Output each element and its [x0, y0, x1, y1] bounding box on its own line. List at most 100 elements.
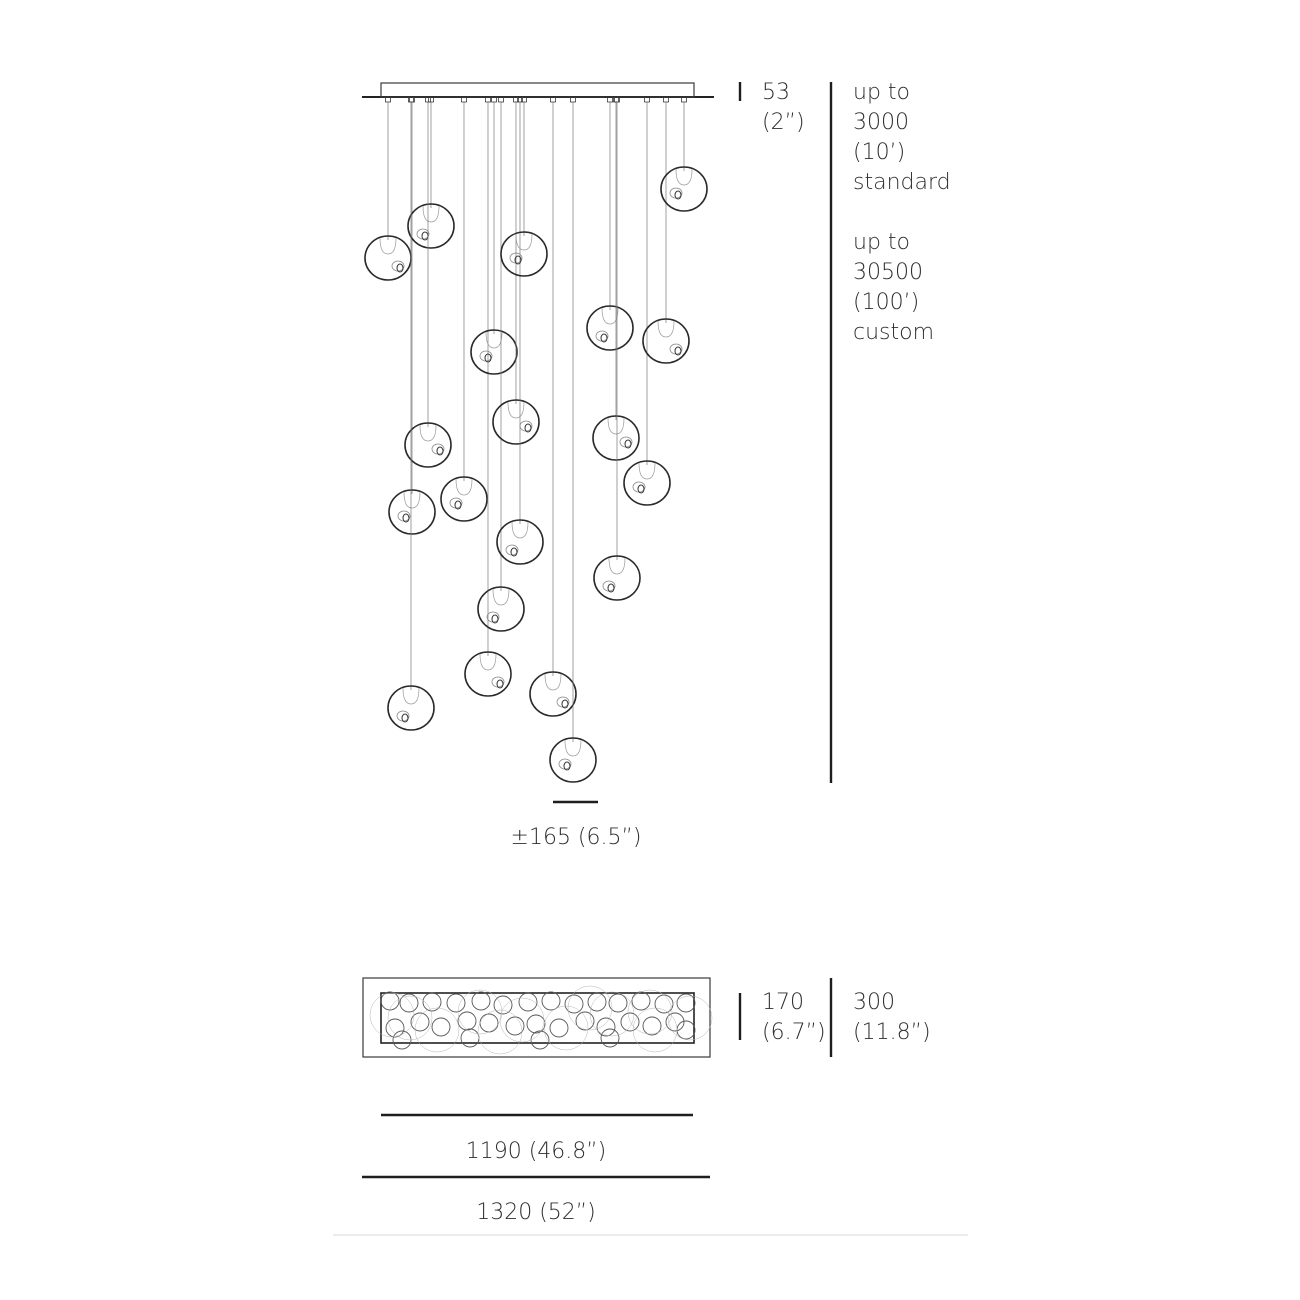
overall-depth-in: (11.8”) — [853, 1020, 931, 1045]
canopy-height-mm: 53 — [762, 80, 790, 105]
globe-plan — [380, 991, 400, 1011]
pendant — [492, 96, 540, 445]
glass-inclusion — [436, 446, 444, 456]
glass-bubble — [632, 481, 646, 493]
glass-neck — [675, 168, 693, 186]
glass-inclusion — [607, 583, 615, 593]
pendant — [586, 96, 634, 351]
glass-globe — [529, 671, 577, 717]
canopy-depth-in: (6.7”) — [762, 1020, 826, 1045]
globe-footprint — [632, 1007, 678, 1053]
glass-bubble — [519, 420, 533, 432]
globe-plan — [676, 993, 696, 1013]
cable-custom-line-4: custom — [853, 320, 935, 345]
glass-neck — [511, 521, 529, 539]
glass-bubble — [619, 436, 633, 448]
glass-neck — [515, 233, 533, 251]
globe-plan — [493, 995, 513, 1015]
overall-footprint — [362, 977, 711, 1058]
glass-globe — [496, 519, 544, 565]
cable-standard-line-1: up to — [853, 80, 910, 105]
globe-footprint — [387, 995, 433, 1041]
canopy — [380, 82, 695, 98]
canopy-height-in: (2”) — [762, 110, 805, 135]
pendant — [529, 96, 577, 717]
glass-inclusion — [402, 513, 410, 523]
globe-footprint — [627, 989, 673, 1035]
globe-plan — [526, 1014, 546, 1034]
globe-footprint — [499, 997, 545, 1043]
canopy-depth-label: 170 (6.7”) — [762, 988, 826, 1048]
glass-neck — [455, 478, 473, 496]
glass-neck — [607, 417, 625, 435]
pendant — [464, 96, 512, 697]
glass-bubble — [431, 443, 445, 455]
globe-plan — [575, 1011, 595, 1031]
glass-inclusion — [600, 333, 608, 343]
glass-bubble — [595, 330, 609, 342]
glass-neck — [601, 307, 619, 325]
globe-footprint — [667, 995, 713, 1041]
glass-inclusion — [510, 547, 518, 557]
globe-plan — [446, 993, 466, 1013]
glass-globe — [387, 685, 435, 731]
glass-globe — [660, 166, 708, 212]
globe-footprint — [369, 992, 415, 1038]
glass-globe — [623, 460, 671, 506]
glass-globe — [593, 555, 641, 601]
glass-globe — [440, 476, 488, 522]
globe-footprint — [477, 1009, 523, 1055]
glass-bubble — [558, 758, 572, 770]
cable-length-label: up to 3000 (10’) standard up to 30500 (1… — [853, 78, 951, 348]
globe-footprint — [589, 991, 635, 1037]
glass-globe — [549, 737, 597, 783]
canopy-outline — [380, 992, 695, 1044]
glass-bubble — [391, 260, 405, 272]
glass-globe — [586, 305, 634, 351]
globe-plan — [422, 992, 442, 1012]
glass-bubble — [397, 510, 411, 522]
glass-globe — [642, 318, 690, 364]
pendant — [623, 96, 671, 506]
globe-plan — [587, 992, 607, 1012]
glass-globe — [388, 489, 436, 535]
globe-plan — [505, 1016, 525, 1036]
glass-neck — [657, 320, 675, 338]
globe-plan — [518, 992, 538, 1012]
elevation-view — [362, 82, 714, 783]
globe-plan — [457, 1011, 477, 1031]
canopy-depth-mm: 170 — [762, 990, 804, 1015]
globe-plan — [665, 1012, 685, 1032]
globe-plan — [410, 1012, 430, 1032]
globe-footprint — [457, 989, 503, 1035]
glass-inclusion — [624, 439, 632, 449]
pendant — [477, 96, 525, 632]
overall-length-label: 1320 (52”) — [476, 1200, 596, 1225]
pendant — [549, 96, 597, 783]
glass-inclusion — [524, 423, 532, 433]
glass-neck — [402, 687, 420, 705]
pendant — [440, 96, 488, 522]
glass-globe — [470, 329, 518, 375]
pendant — [593, 96, 641, 601]
globe-plan — [479, 1013, 499, 1033]
pendant-diameter-label: ±165 (6.5”) — [510, 825, 642, 850]
glass-bubble — [669, 343, 683, 355]
glass-neck — [544, 673, 562, 691]
glass-neck — [507, 401, 525, 419]
cable-custom-line-1: up to — [853, 230, 910, 255]
globe-plan — [399, 993, 419, 1013]
glass-neck — [485, 331, 503, 349]
globe-footprint — [414, 1007, 460, 1053]
glass-inclusion — [484, 353, 492, 363]
glass-globe — [407, 203, 455, 249]
glass-neck — [479, 653, 497, 671]
pendant — [660, 96, 708, 212]
glass-globe — [364, 235, 412, 281]
cable-custom-line-3: (100’) — [853, 290, 920, 315]
glass-bubble — [602, 580, 616, 592]
glass-bubble — [396, 710, 410, 722]
cable-standard-line-4: standard — [853, 170, 951, 195]
glass-inclusion — [674, 346, 682, 356]
